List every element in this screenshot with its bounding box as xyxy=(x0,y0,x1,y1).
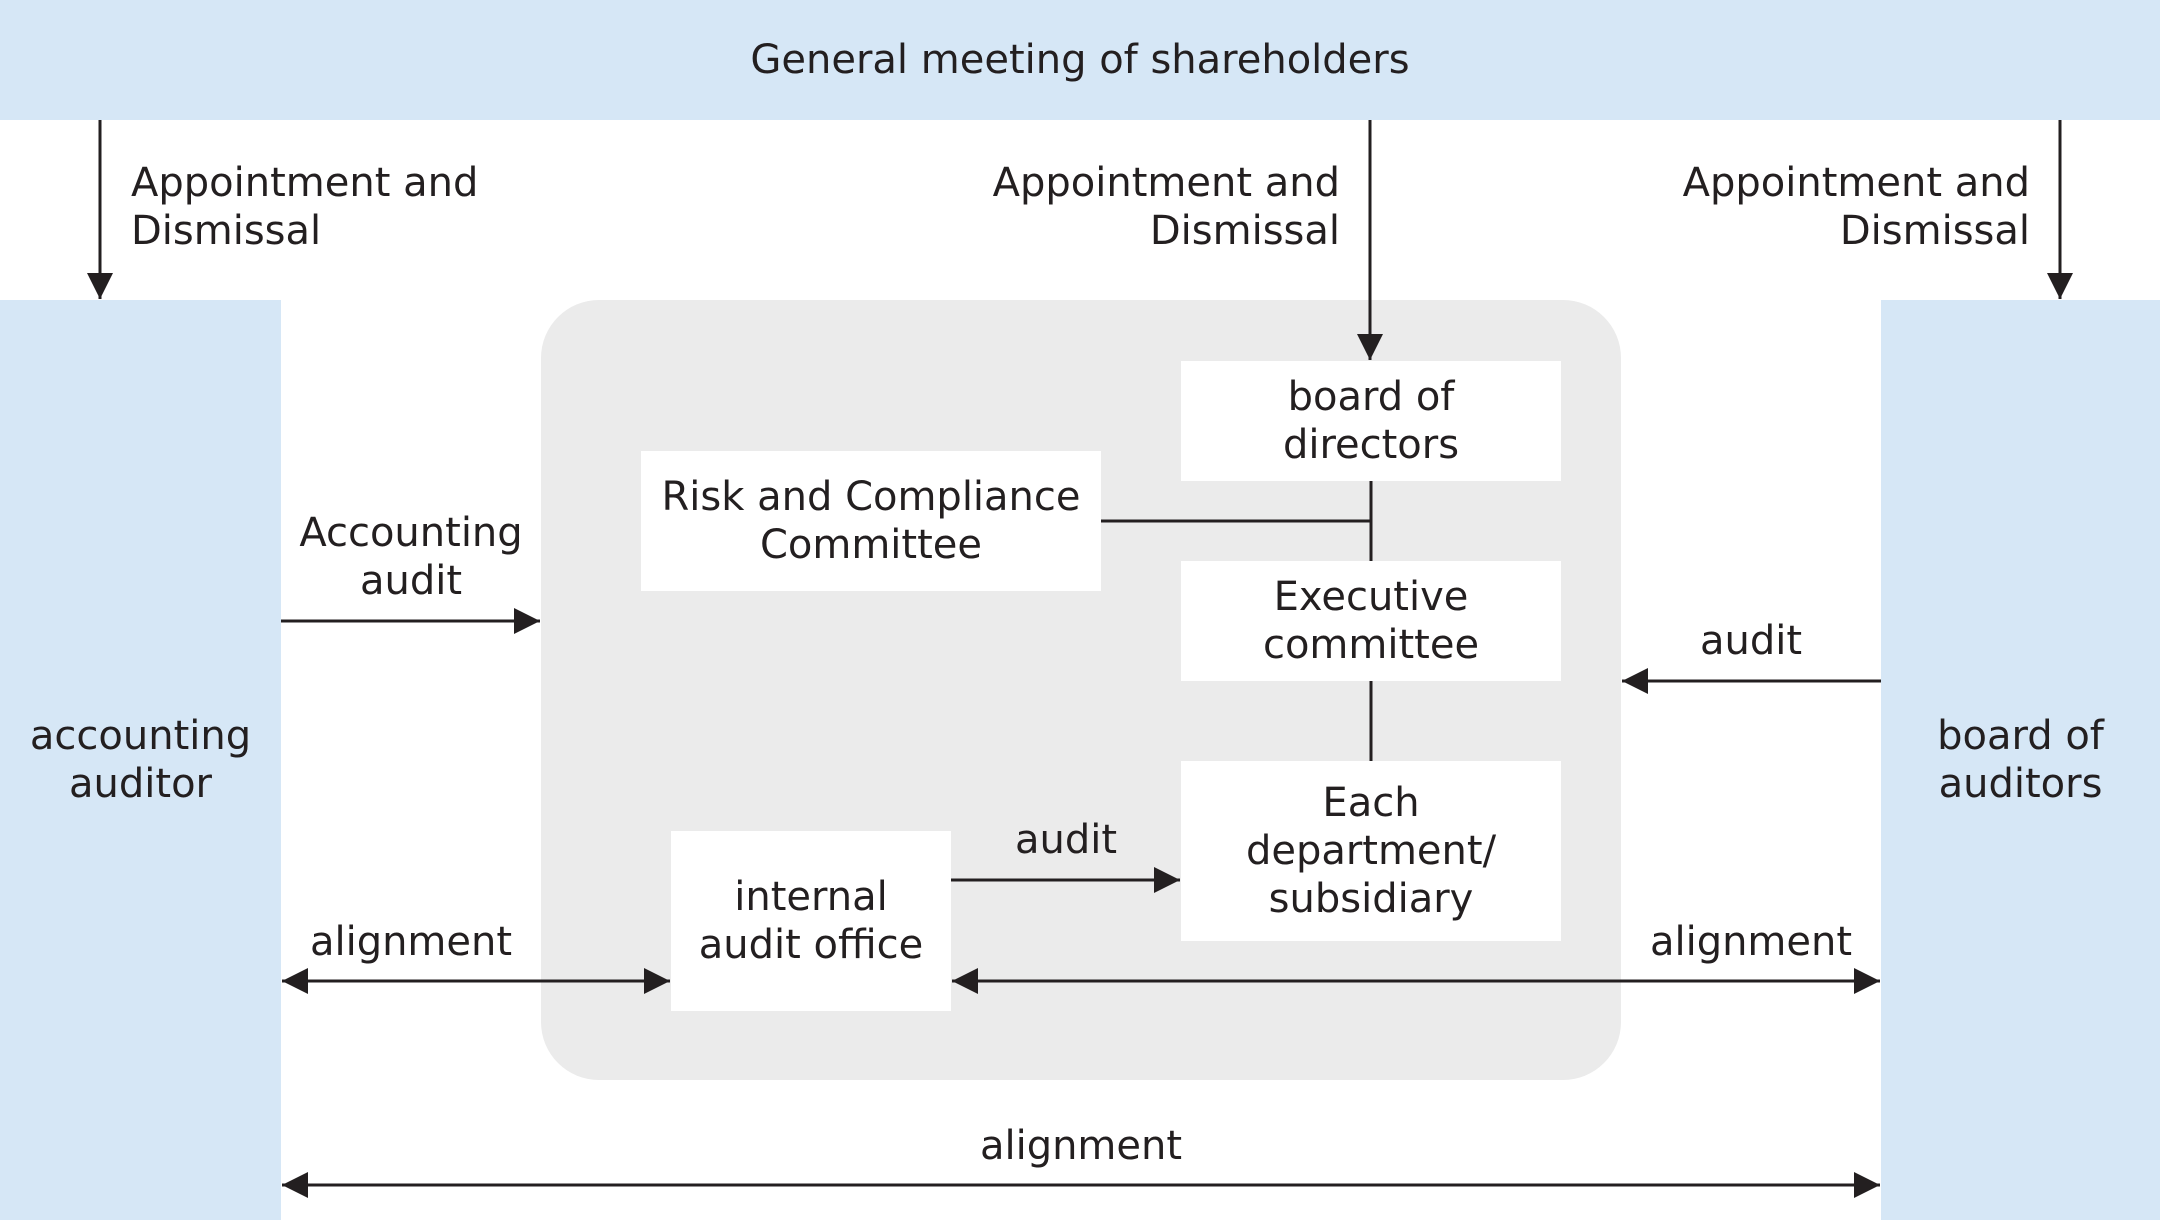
accounting-auditor-column: accounting auditor xyxy=(0,300,281,1220)
alignment-label-bottom: alignment xyxy=(979,1123,1183,1169)
executive-committee-box: Executive committee xyxy=(1181,561,1561,681)
audit-label-right: audit xyxy=(1699,618,1803,664)
accounting-auditor-label: accounting auditor xyxy=(29,713,252,807)
audit-label-internal: audit xyxy=(1014,817,1118,863)
board-of-auditors-column: board of auditors xyxy=(1881,300,2160,1220)
each-department-box: Each department/ subsidiary xyxy=(1181,761,1561,941)
risk-compliance-committee-box: Risk and Compliance Committee xyxy=(641,451,1101,591)
alignment-label-left: alignment xyxy=(309,919,513,965)
general-meeting-band: General meeting of shareholders xyxy=(0,0,2160,120)
board-of-auditors-label: board of auditors xyxy=(1937,713,2104,807)
accounting-audit-label: Accounting audit xyxy=(299,510,523,604)
board-of-directors-box: board of directors xyxy=(1181,361,1561,481)
alignment-label-right: alignment xyxy=(1649,919,1853,965)
appointment-label-center: Appointment and Dismissal xyxy=(992,160,1340,254)
appointment-label-right: Appointment and Dismissal xyxy=(1682,160,2030,254)
appointment-label-left: Appointment and Dismissal xyxy=(131,160,479,254)
general-meeting-label: General meeting of shareholders xyxy=(750,37,1410,83)
internal-audit-office-box: internal audit office xyxy=(671,831,951,1011)
